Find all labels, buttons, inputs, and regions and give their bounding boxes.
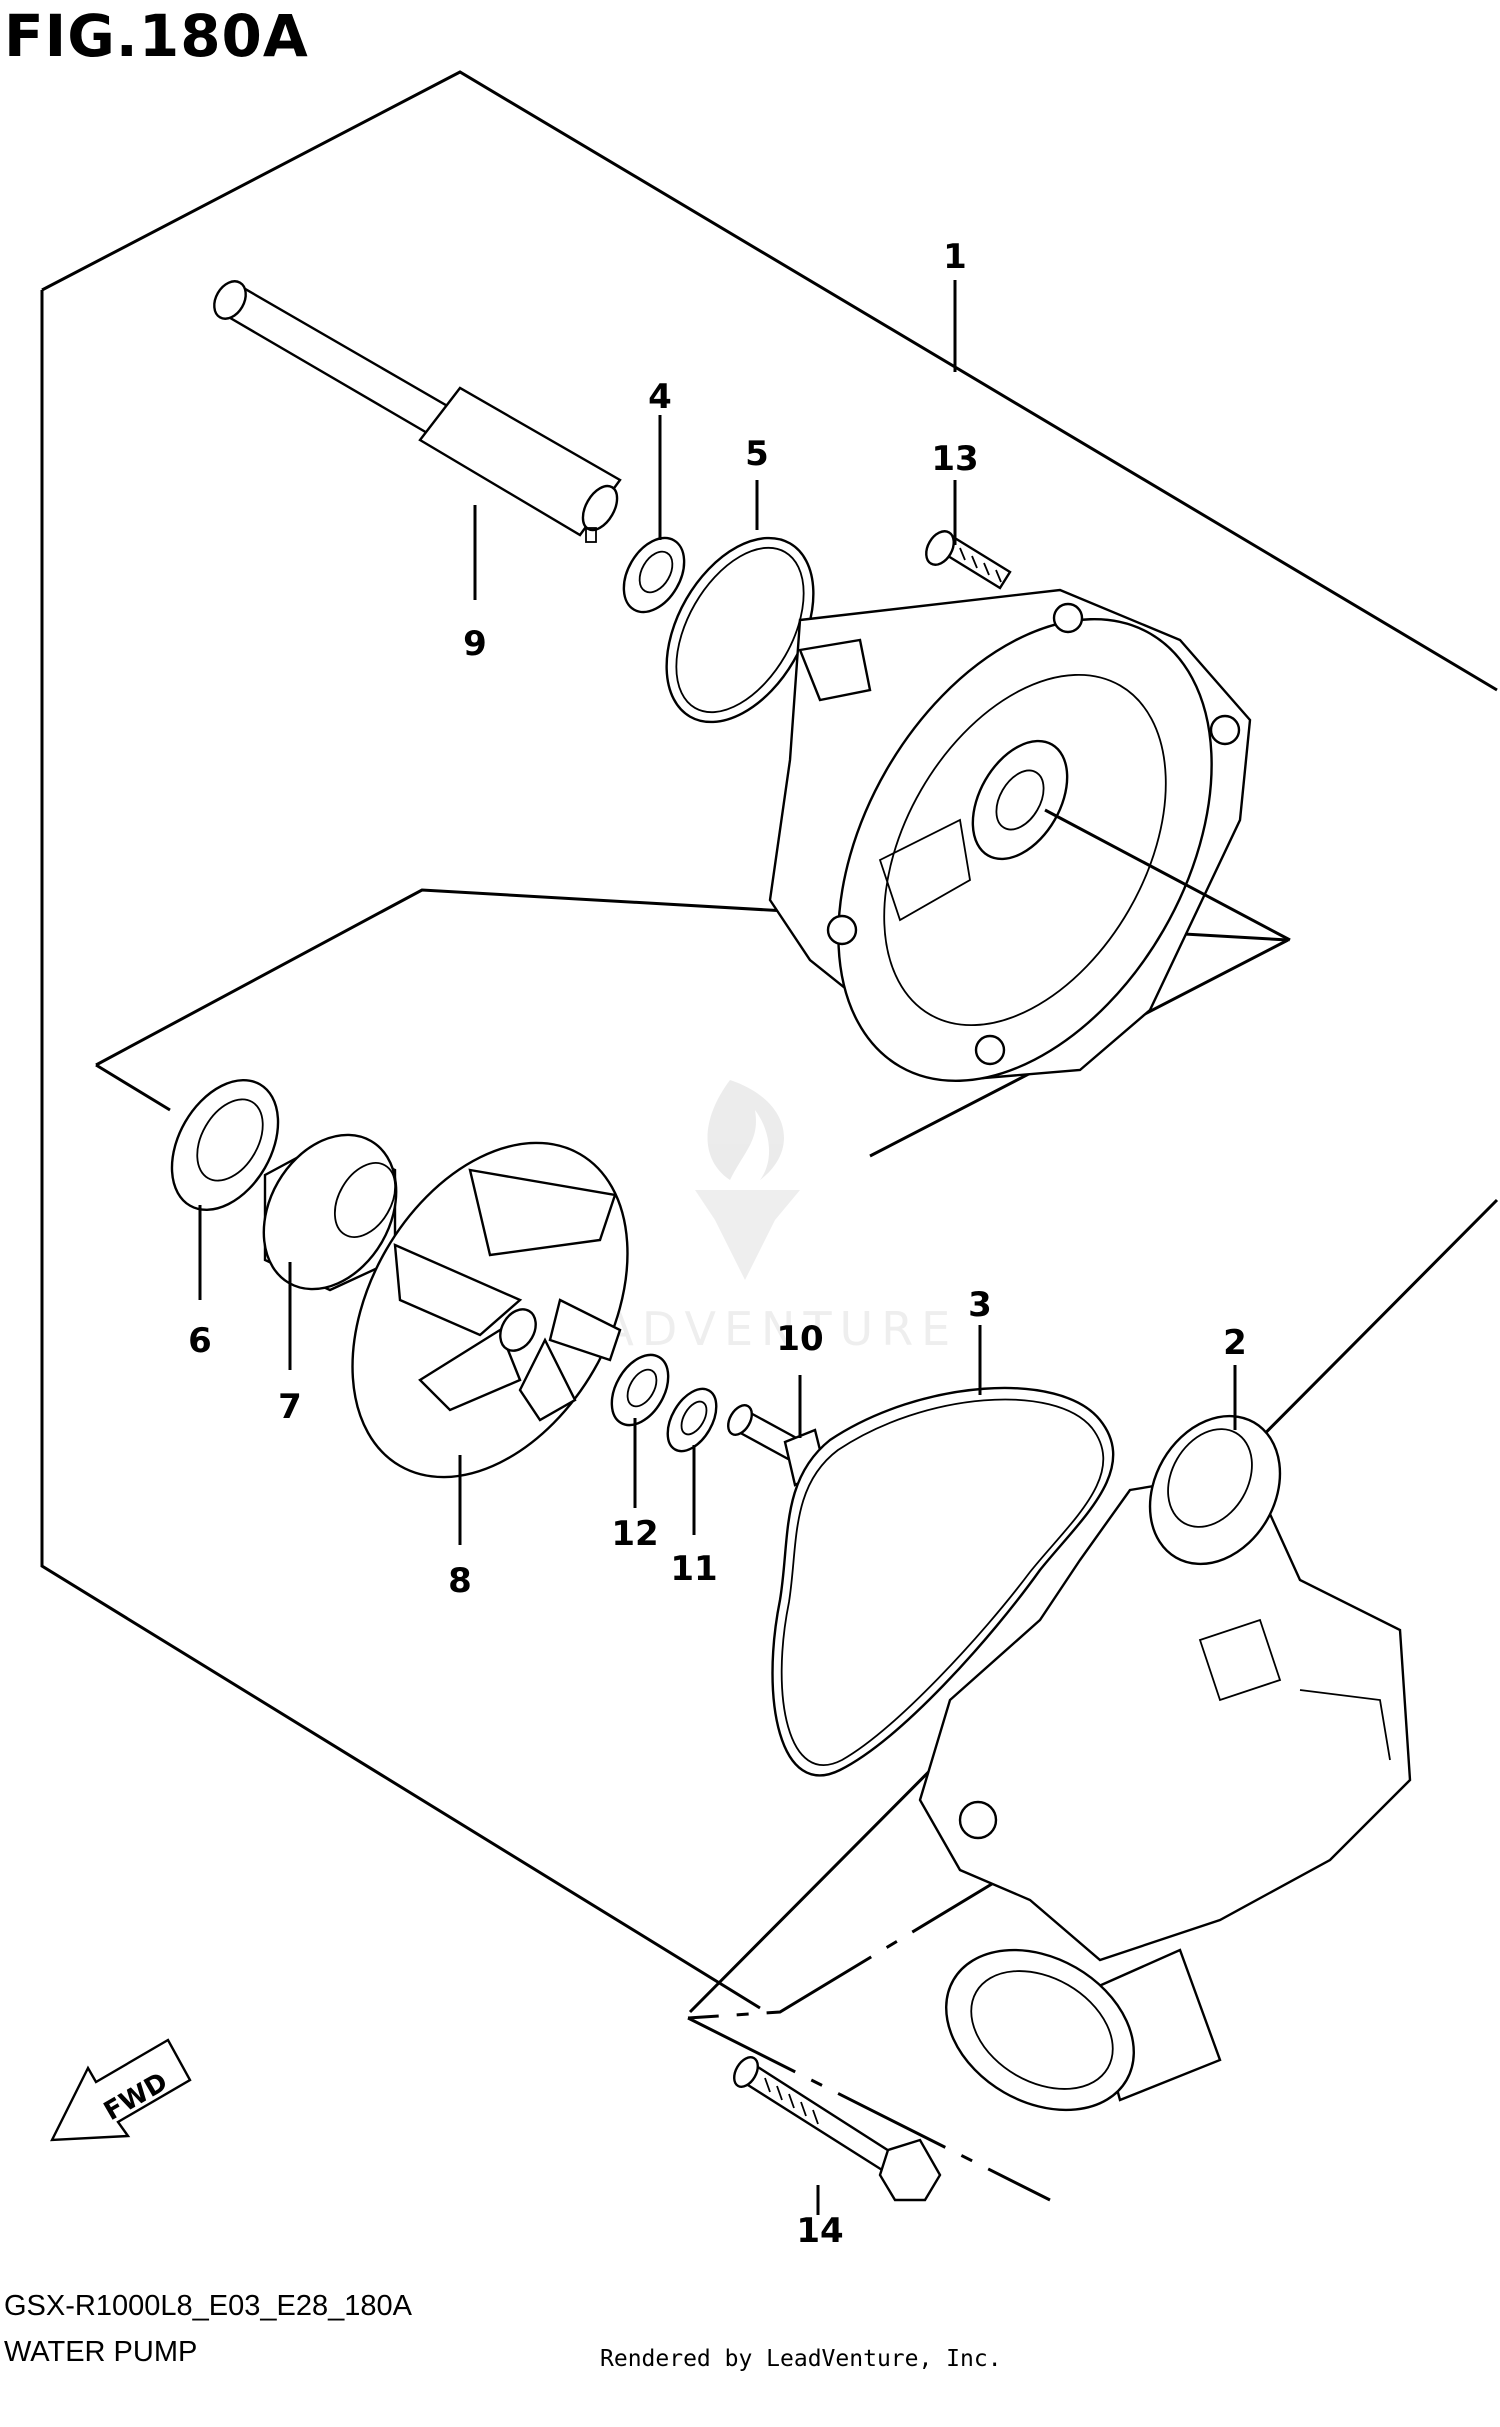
cover-frame [687, 1868, 1051, 2202]
impeller [351, 1141, 629, 1479]
pump-shaft [213, 280, 622, 543]
callout-10: 10 [776, 1319, 823, 1359]
cover-bolt [733, 2056, 942, 2202]
callout-12: 12 [611, 1514, 658, 1554]
fwd-arrow-icon: FWD [50, 2038, 192, 2142]
callout-3: 3 [968, 1285, 992, 1325]
callout-13: 13 [931, 439, 978, 479]
case-bolt [925, 530, 1012, 590]
callout-6: 6 [188, 1321, 212, 1361]
cover-gasket [771, 1386, 1115, 1777]
pump-case [768, 588, 1252, 1083]
callout-1: 1 [943, 237, 967, 277]
callout-2: 2 [1223, 1323, 1247, 1363]
model-code: GSX-R1000L8_E03_E28_180A [4, 2290, 412, 2322]
callout-5: 5 [745, 434, 769, 474]
render-credit: Rendered by LeadVenture, Inc. [600, 2346, 1002, 2372]
pump-cover [918, 1414, 1412, 2112]
figure-title: FIG.180A [4, 2, 309, 70]
callout-7: 7 [278, 1387, 302, 1427]
callout-4: 4 [648, 377, 672, 417]
shaft-washer [622, 536, 686, 614]
figure-name: WATER PUMP [4, 2336, 198, 2368]
o-ring [665, 536, 815, 724]
oil-seal [170, 1078, 280, 1212]
callout-8: 8 [448, 1561, 472, 1601]
washer-11 [666, 1387, 718, 1453]
leader-lines [198, 280, 1291, 2215]
callout-9: 9 [463, 624, 487, 664]
callout-14: 14 [796, 2211, 843, 2251]
callout-labels: 1 2 3 4 5 6 7 8 9 10 11 12 13 14 [188, 237, 1247, 2251]
washer-12 [610, 1353, 670, 1427]
callout-11: 11 [670, 1549, 717, 1589]
